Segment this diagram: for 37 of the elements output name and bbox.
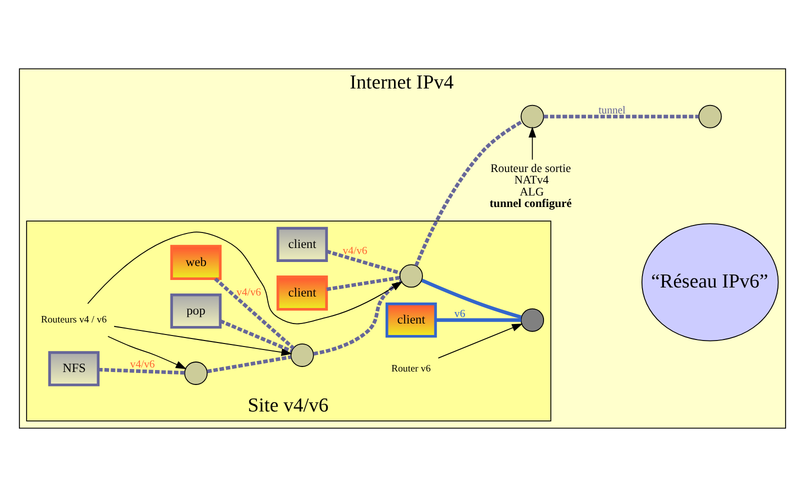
node-circle (184, 362, 208, 385)
connector (326, 250, 401, 275)
node-box: pop (170, 294, 222, 329)
connector (214, 277, 295, 350)
edge-label: tunnel (598, 104, 626, 116)
node-circle (290, 344, 314, 367)
edge-label: v4/v6 (342, 244, 368, 257)
edge-label: v6 (454, 308, 466, 320)
connector (220, 319, 292, 353)
node-circle (698, 104, 722, 128)
node-circle (400, 264, 423, 288)
connector (206, 355, 292, 374)
connector (326, 276, 400, 292)
arrow (108, 336, 187, 370)
node-ellipse: “Réseau IPv6” (641, 223, 779, 342)
edge-label: v4/v6 (130, 358, 155, 370)
node-text: Router v6 (391, 363, 431, 374)
node-circle (520, 104, 544, 128)
node-box: client (386, 302, 437, 338)
arrow (438, 324, 523, 359)
arrow (114, 326, 292, 356)
arrow (528, 126, 536, 160)
edge-label: v4/v6 (236, 286, 262, 298)
arrow (87, 232, 403, 324)
node-box: client (276, 226, 328, 262)
connector (414, 120, 524, 266)
node-circle (520, 308, 544, 332)
node-box: NFS (48, 351, 100, 386)
node-text: Routeurs v4 / v6 (41, 314, 107, 326)
connector (421, 278, 522, 319)
connector (436, 318, 522, 322)
node-text: Routeur de sortie NATv4 ALG tunnel configuré (490, 162, 572, 210)
node-box: client (276, 276, 328, 311)
connector (544, 114, 699, 118)
connector (98, 368, 185, 375)
node-box: web (170, 244, 222, 280)
connector (313, 280, 402, 356)
